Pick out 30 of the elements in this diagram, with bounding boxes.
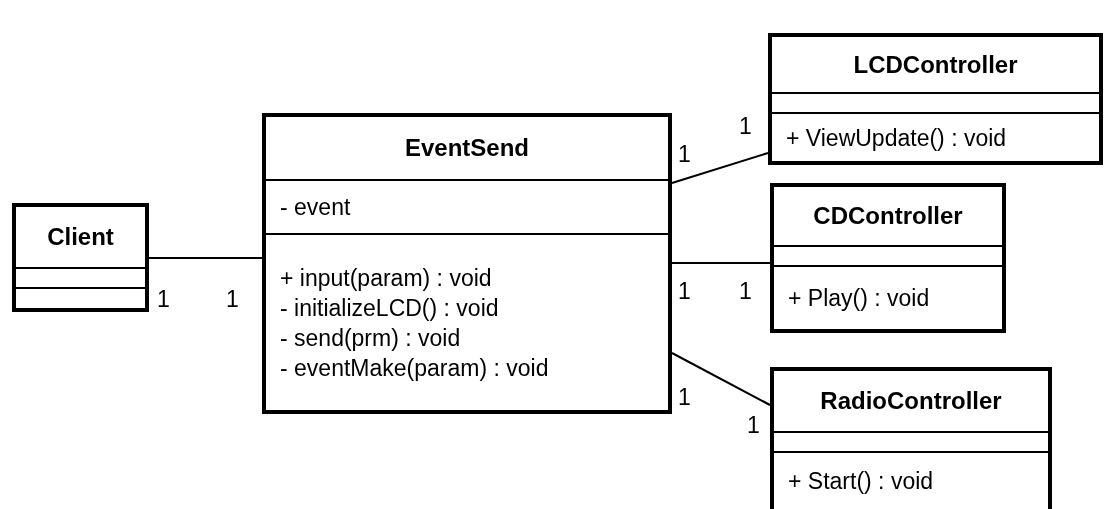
multiplicity-label: 1 xyxy=(157,287,170,311)
class-name: EventSend xyxy=(405,134,529,162)
method-text: + input(param) : void xyxy=(280,263,492,293)
multiplicity-label: 1 xyxy=(678,385,691,409)
method-text: + ViewUpdate() : void xyxy=(786,123,1007,153)
class-box xyxy=(770,183,1006,333)
multiplicity-label: 1 xyxy=(678,279,691,303)
method-text: + Play() : void xyxy=(788,284,930,313)
class-name: RadioController xyxy=(820,387,1002,415)
association-line xyxy=(671,262,771,264)
class-box xyxy=(12,203,149,312)
class-name: CDController xyxy=(813,202,963,230)
method-text: - initializeLCD() : void xyxy=(280,293,499,323)
class-name: LCDController xyxy=(853,50,1018,79)
association-line xyxy=(671,152,769,184)
class-box xyxy=(262,113,672,414)
multiplicity-label: 1 xyxy=(747,413,760,437)
method-text: - send(prm) : void xyxy=(280,323,461,353)
association-line xyxy=(148,257,263,259)
method-text: + Start() : void xyxy=(788,467,934,496)
attribute-text: - event xyxy=(280,193,351,222)
class-box xyxy=(768,33,1103,165)
multiplicity-label: 1 xyxy=(226,287,239,311)
class-box xyxy=(770,367,1052,509)
class-name: Client xyxy=(47,223,114,251)
method-text: - eventMake(param) : void xyxy=(280,353,549,383)
multiplicity-label: 1 xyxy=(739,114,752,138)
multiplicity-label: 1 xyxy=(678,142,691,166)
association-line xyxy=(671,352,771,406)
multiplicity-label: 1 xyxy=(739,279,752,303)
